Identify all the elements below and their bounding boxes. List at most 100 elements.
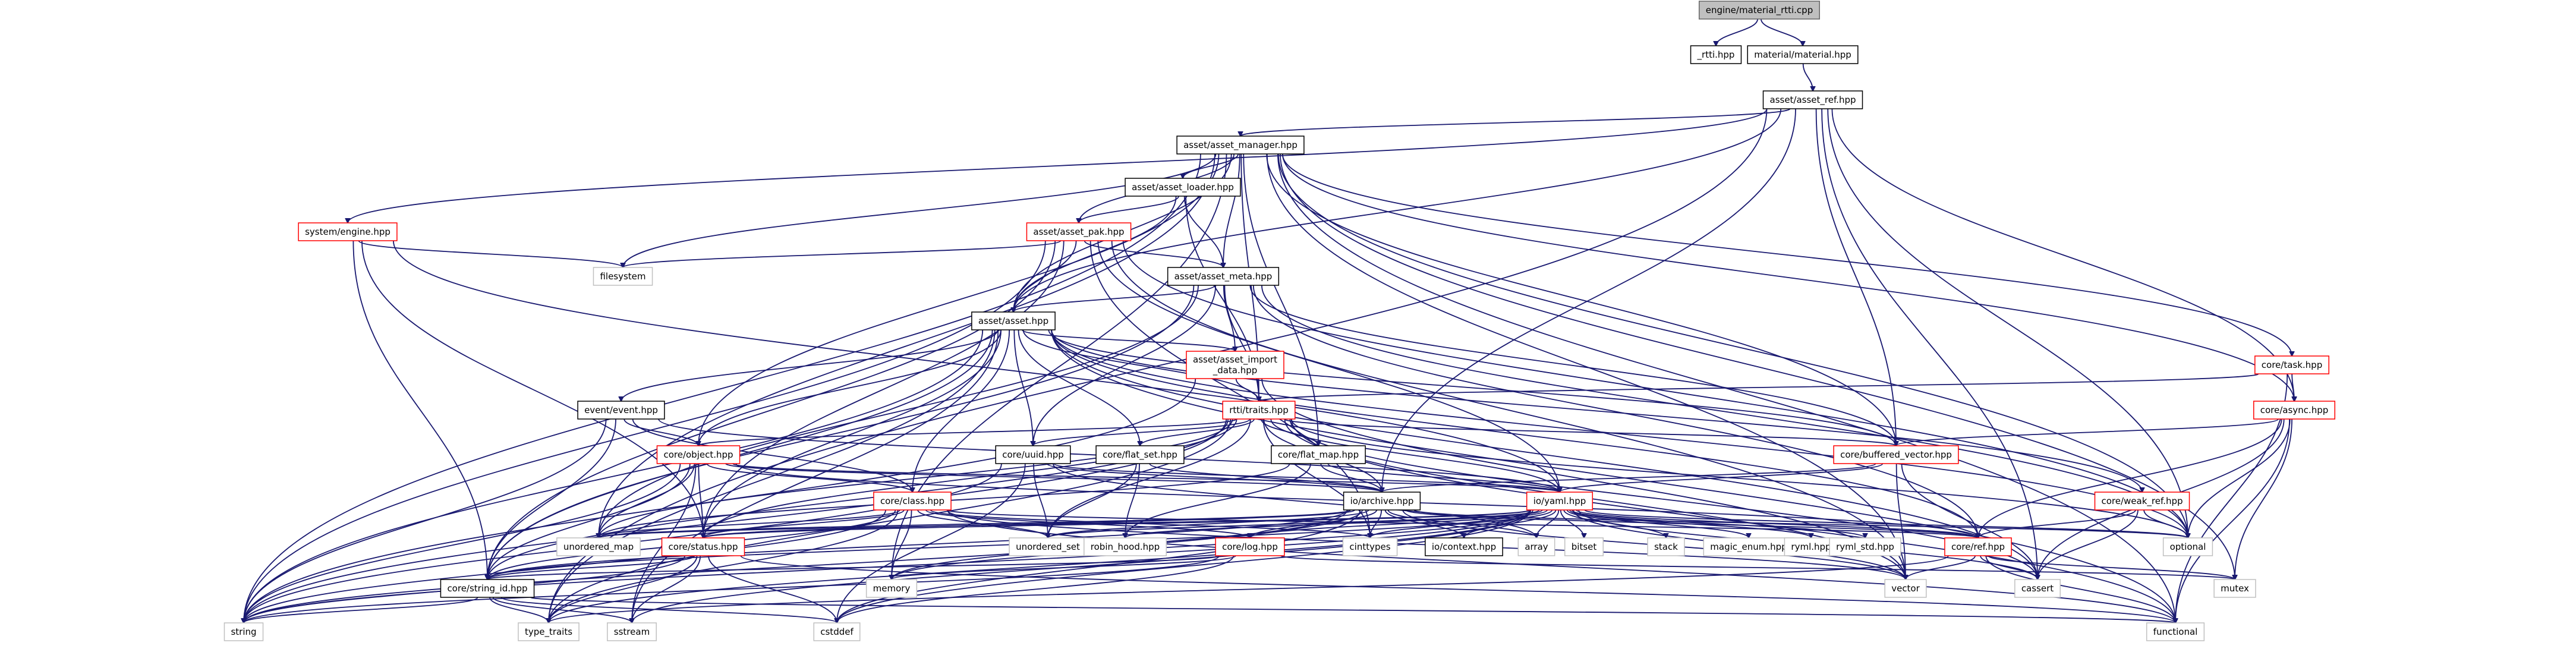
node-label: optional [2170, 541, 2206, 552]
node-core-ref[interactable]: core/ref.hpp [1944, 537, 2012, 556]
edge-io-archive-to-core-status [703, 509, 1356, 538]
edge-core-ref-to-mutex [1988, 555, 2235, 579]
node-io-yaml[interactable]: io/yaml.hpp [1526, 492, 1594, 511]
node-box [1690, 45, 1742, 64]
edge-core-object-to-io-yaml [732, 463, 1560, 492]
node-label: core/uuid.hpp [1002, 449, 1064, 460]
edge-rtti-traits-to-type-traits [549, 418, 1232, 623]
node-mutex[interactable]: mutex [2213, 579, 2256, 598]
node-core-flat-set[interactable]: core/flat_set.hpp [1095, 445, 1185, 464]
node-ryml-hpp[interactable]: ryml.hpp [1784, 537, 1838, 556]
node-core-async[interactable]: core/async.hpp [2253, 401, 2335, 420]
node-core-log[interactable]: core/log.hpp [1215, 537, 1285, 556]
edge-core-weak-ref-to-cassert [2038, 509, 2139, 579]
edge-io-yaml-to-cstddef [837, 509, 1532, 623]
node-event-event[interactable]: event/event.hpp [577, 401, 665, 420]
edge-core-uuid-to-io-yaml [1053, 463, 1560, 492]
node-core-weak-ref[interactable]: core/weak_ref.hpp [2094, 492, 2190, 511]
node-asset-import-data[interactable]: asset/asset_import_data.hpp [1186, 351, 1284, 379]
edge-asset-hpp-to-core-uuid [1013, 329, 1033, 446]
node-array[interactable]: array [1517, 537, 1555, 556]
node-core-uuid[interactable]: core/uuid.hpp [995, 445, 1071, 464]
node-system-engine[interactable]: system/engine.hpp [298, 222, 398, 241]
node-type-traits[interactable]: type_traits [518, 622, 580, 641]
node-box [661, 537, 745, 556]
edge-asset-meta-to-core-buffered-vector [1249, 285, 1896, 446]
node-label: engine/material_rtti.cpp [1706, 5, 1813, 16]
edge-core-log-to-cstddef [837, 555, 1235, 623]
node-label: io/yaml.hpp [1533, 496, 1586, 506]
edge-io-yaml-to-ryml-std [1571, 509, 1865, 538]
edge-rtti-traits-to-unordered-set [1048, 418, 1251, 538]
node-asset-pak[interactable]: asset/asset_pak.hpp [1026, 222, 1132, 241]
node-filesystem[interactable]: filesystem [593, 267, 653, 286]
node-box [577, 401, 665, 420]
node-cinttypes[interactable]: cinttypes [1342, 537, 1398, 556]
node-core-class[interactable]: core/class.hpp [873, 492, 952, 511]
edge-core-ref-to-functional [1985, 555, 2175, 623]
edge-asset-ref-to-core-buffered-vector [1815, 108, 1896, 446]
edge-event-event-to-core-object [623, 418, 698, 446]
edge-core-task-to-rtti-traits [1259, 373, 2259, 401]
edge-core-status-to-cstddef [708, 555, 837, 623]
node-asset-meta[interactable]: asset/asset_meta.hpp [1167, 267, 1280, 286]
node-sstream[interactable]: sstream [607, 622, 657, 641]
edge-io-archive-to-optional [1413, 509, 2188, 538]
edge-core-string-id-to-functional [530, 597, 2175, 623]
node-core-flat-map[interactable]: core/flat_map.hpp [1271, 445, 1366, 464]
node-label: system/engine.hpp [305, 226, 391, 237]
node-core-task[interactable]: core/task.hpp [2254, 355, 2329, 374]
node-asset-loader[interactable]: asset/asset_loader.hpp [1125, 178, 1241, 197]
node-asset-ref[interactable]: asset/asset_ref.hpp [1762, 90, 1863, 109]
node-core-status[interactable]: core/status.hpp [661, 537, 745, 556]
node-asset-manager[interactable]: asset/asset_manager.hpp [1176, 136, 1305, 155]
node-label: _data.hpp [1213, 365, 1258, 376]
node-functional[interactable]: functional [2146, 622, 2205, 641]
edge-core-uuid-to-io-archive [1046, 463, 1382, 492]
node-io-archive[interactable]: io/archive.hpp [1343, 492, 1421, 511]
node-optional[interactable]: optional [2162, 537, 2213, 556]
node-stack[interactable]: stack [1647, 537, 1685, 556]
node-box [2253, 401, 2335, 420]
node-asset-hpp[interactable]: asset/asset.hpp [971, 311, 1056, 330]
node-ryml-std[interactable]: ryml_std.hpp [1829, 537, 1901, 556]
node-memory[interactable]: memory [865, 579, 918, 598]
node-bitset[interactable]: bitset [1564, 537, 1604, 556]
node-label: bitset [1572, 541, 1597, 552]
node-rtti-hpp[interactable]: _rtti.hpp [1690, 45, 1742, 64]
node-unordered-map[interactable]: unordered_map [556, 537, 641, 556]
node-robin-hood[interactable]: robin_hood.hpp [1084, 537, 1167, 556]
node-rtti-traits[interactable]: rtti/traits.hpp [1222, 401, 1296, 420]
node-label: unordered_set [1016, 541, 1080, 553]
node-cstddef[interactable]: cstddef [813, 622, 861, 641]
edge-io-yaml-to-bitset [1560, 509, 1584, 538]
node-box [1186, 351, 1284, 379]
node-magic-enum[interactable]: magic_enum.hpp [1703, 537, 1794, 556]
node-io-context[interactable]: io/context.hpp [1425, 537, 1503, 556]
node-unordered-set[interactable]: unordered_set [1009, 537, 1087, 556]
edge-asset-hpp-to-core-weak-ref [1051, 329, 2142, 492]
node-label: cassert [2021, 583, 2054, 594]
node-core-string-id[interactable]: core/string_id.hpp [440, 579, 535, 598]
edge-io-yaml-to-optional [1584, 509, 2188, 538]
edge-asset-manager-to-vector [1266, 153, 1906, 579]
node-label: robin_hood.hpp [1091, 541, 1160, 553]
node-label: event/event.hpp [584, 405, 658, 415]
node-core-buffered-vector[interactable]: core/buffered_vector.hpp [1833, 445, 1959, 464]
dependency-nodes: engine/material_rtti.cpp _rtti.hpp materia… [223, 1, 2335, 641]
edge-core-class-to-core-status [703, 509, 905, 538]
node-core-object[interactable]: core/object.hpp [656, 445, 741, 464]
node-material-hpp[interactable]: material/material.hpp [1747, 45, 1859, 64]
edge-system-engine-to-core-status [361, 240, 703, 538]
node-label: unordered_map [563, 541, 634, 553]
node-string[interactable]: string [223, 622, 264, 641]
node-cassert[interactable]: cassert [2014, 579, 2061, 598]
node-vector[interactable]: vector [1884, 579, 1927, 598]
edge-core-status-to-type-traits [549, 555, 698, 623]
node-label: asset/asset_meta.hpp [1174, 271, 1273, 282]
node-root[interactable]: engine/material_rtti.cpp [1699, 1, 1820, 20]
edge-asset-meta-to-asset-import-data [1223, 285, 1235, 351]
edge-core-buffered-vector-to-vector [1895, 463, 1906, 579]
edge-core-weak-ref-to-core-ref [1978, 509, 2136, 538]
node-label: ryml.hpp [1791, 541, 1831, 552]
